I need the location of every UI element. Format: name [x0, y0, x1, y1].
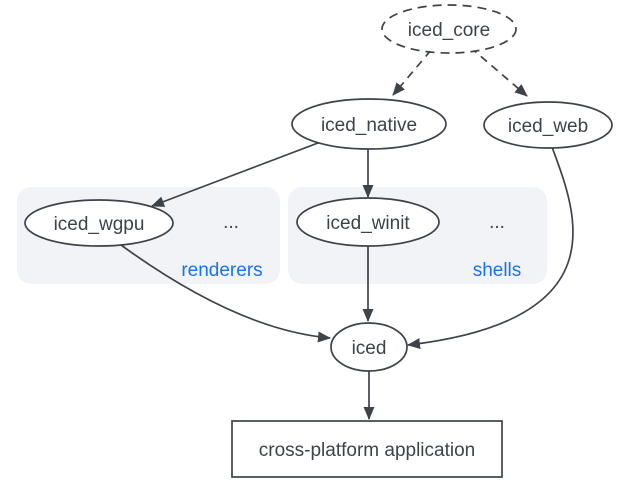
- node-cross-platform-application-label: cross-platform application: [259, 440, 475, 461]
- node-iced-core-label: iced_core: [408, 20, 490, 41]
- group-renderers-ellipsis: ...: [223, 212, 239, 233]
- node-iced-web-label: iced_web: [508, 116, 588, 137]
- node-iced-label: iced: [352, 338, 387, 359]
- node-iced-wgpu: [24, 199, 174, 247]
- node-iced-core: [381, 4, 517, 54]
- node-iced-web: [483, 101, 613, 149]
- node-iced-winit: [296, 197, 440, 247]
- node-iced-wgpu-label: iced_wgpu: [54, 214, 145, 235]
- edge-wgpu-to-iced: [120, 244, 331, 343]
- group-shells-label: shells: [473, 260, 522, 281]
- edge-web-to-iced: [407, 146, 574, 350]
- node-cross-platform-application: [231, 420, 503, 478]
- node-iced-winit-label: iced_winit: [326, 213, 410, 234]
- group-shells-ellipsis: ...: [489, 212, 505, 233]
- node-iced: [330, 322, 408, 372]
- node-iced-native: [291, 98, 447, 150]
- group-renderers-label: renderers: [181, 260, 262, 281]
- node-iced-native-label: iced_native: [321, 115, 417, 136]
